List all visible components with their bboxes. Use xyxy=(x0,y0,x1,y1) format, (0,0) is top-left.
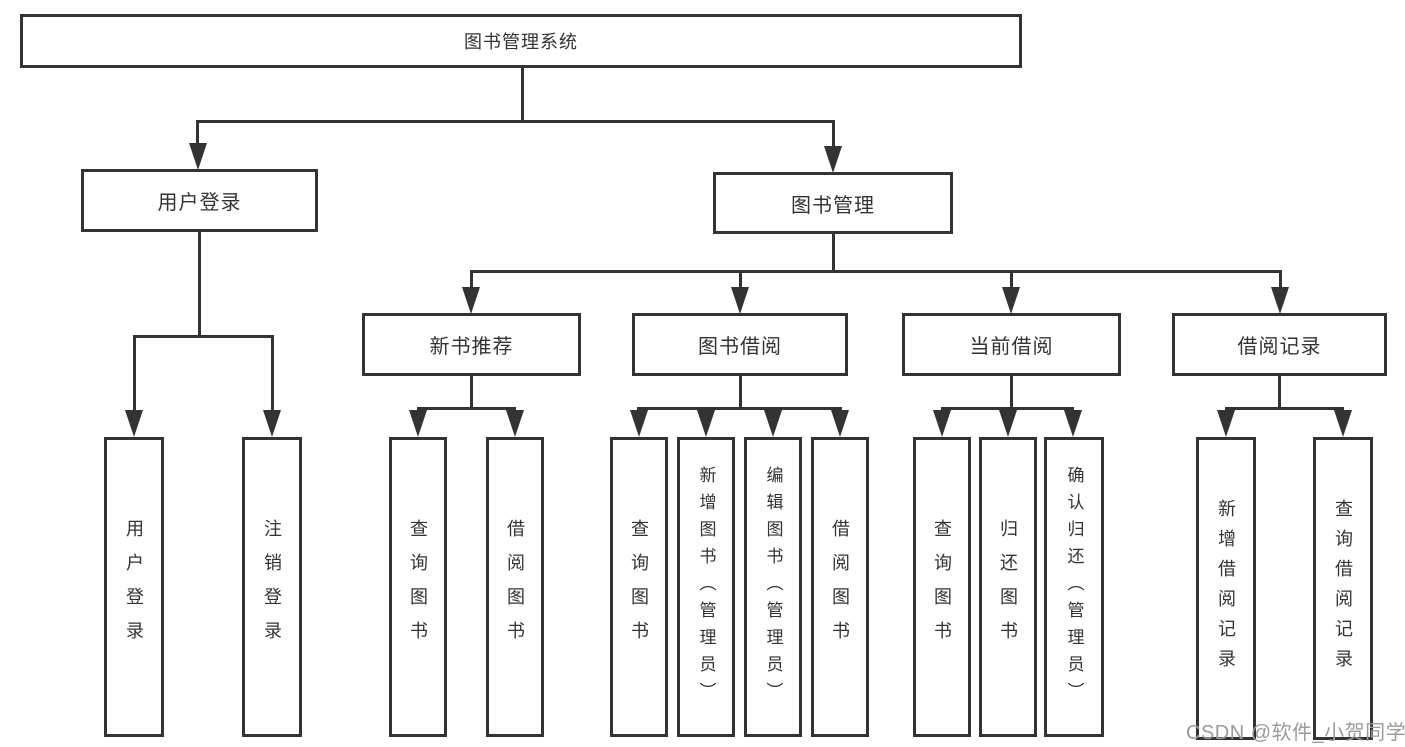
connector-drop-book-borrow xyxy=(739,270,742,288)
node-new-books: 新书推荐 xyxy=(362,313,581,376)
arrowhead-book-borrow xyxy=(731,287,749,314)
arrowhead-bb-add xyxy=(697,410,715,437)
connector-book-stem xyxy=(832,234,835,272)
connector-book-borrow-branch xyxy=(637,407,842,410)
leaf-bb-borrow-books: 借阅图书 xyxy=(811,437,869,737)
connector-user-branch xyxy=(133,335,274,338)
connector-borrow-records-stem xyxy=(1278,376,1281,410)
connector-borrow-records-branch xyxy=(1225,407,1344,410)
connector-drop-leaf-login xyxy=(133,335,136,413)
connector-book-borrow-stem xyxy=(739,376,742,410)
node-new-books-label: 新书推荐 xyxy=(429,336,514,358)
connector-drop-user-login xyxy=(196,120,199,148)
leaf-br-query-record: 查询借阅记录 xyxy=(1313,437,1373,740)
node-book-borrow: 图书借阅 xyxy=(632,313,848,376)
leaf-cb-query-books: 查询图书 xyxy=(913,437,971,737)
leaf-user-login: 用户登录 xyxy=(104,437,164,737)
node-root-label: 图书管理系统 xyxy=(464,32,578,52)
leaf-bb-edit-books-admin: 编辑图书（管理员） xyxy=(744,437,802,737)
leaf-logout: 注销登录 xyxy=(242,437,302,737)
leaf-bb-add-books-admin-label: 新增图书（管理员） xyxy=(696,465,716,709)
arrowhead-book-mgmt xyxy=(824,146,842,173)
node-borrow-records: 借阅记录 xyxy=(1172,313,1387,376)
connector-drop-current-borrow xyxy=(1010,270,1013,288)
connector-drop-new-books xyxy=(470,270,473,288)
arrowhead-cb-confirm xyxy=(1064,410,1082,437)
arrowhead-bb-edit xyxy=(764,410,782,437)
connector-drop-book-mgmt xyxy=(832,120,835,148)
leaf-br-add-record-label: 新增借阅记录 xyxy=(1216,498,1236,679)
arrowhead-cb-query xyxy=(933,410,951,437)
node-book-borrow-label: 图书借阅 xyxy=(698,336,782,358)
arrowhead-leaf-login xyxy=(125,410,143,437)
leaf-bb-borrow-books-label: 借阅图书 xyxy=(830,519,850,655)
node-user-login: 用户登录 xyxy=(81,169,318,232)
connector-new-books-stem xyxy=(470,376,473,410)
leaf-nb-borrow-books-label: 借阅图书 xyxy=(505,519,525,655)
arrowhead-current-borrow xyxy=(1002,287,1020,314)
leaf-bb-query-books-label: 查询图书 xyxy=(629,519,649,655)
leaf-br-add-record: 新增借阅记录 xyxy=(1196,437,1256,740)
node-current-borrow: 当前借阅 xyxy=(902,313,1121,376)
connector-root-stem xyxy=(521,68,524,122)
node-current-borrow-label: 当前借阅 xyxy=(969,336,1054,358)
node-book-mgmt: 图书管理 xyxy=(713,172,953,234)
leaf-bb-edit-books-admin-label: 编辑图书（管理员） xyxy=(763,465,783,709)
leaf-cb-confirm-return-admin-label: 确认归还（管理员） xyxy=(1064,465,1084,709)
leaf-nb-query-books: 查询图书 xyxy=(389,437,447,737)
arrowhead-br-query xyxy=(1334,410,1352,437)
node-book-mgmt-label: 图书管理 xyxy=(791,194,875,217)
leaf-bb-query-books: 查询图书 xyxy=(610,437,668,737)
leaf-user-login-label: 用户登录 xyxy=(124,519,144,655)
leaf-cb-confirm-return-admin: 确认归还（管理员） xyxy=(1044,437,1104,737)
arrowhead-new-books xyxy=(462,287,480,314)
connector-book-branch xyxy=(470,270,1282,273)
arrowhead-user-login xyxy=(189,143,207,170)
leaf-cb-return-books-label: 归还图书 xyxy=(998,519,1018,655)
node-borrow-records-label: 借阅记录 xyxy=(1237,336,1322,358)
arrowhead-bb-query xyxy=(630,410,648,437)
leaf-nb-borrow-books: 借阅图书 xyxy=(486,437,544,737)
connector-root-branch xyxy=(197,120,834,123)
leaf-cb-return-books: 归还图书 xyxy=(979,437,1037,737)
arrowhead-br-add xyxy=(1217,410,1235,437)
node-user-login-label: 用户登录 xyxy=(157,192,242,214)
leaf-cb-query-books-label: 查询图书 xyxy=(932,519,952,655)
arrowhead-cb-return xyxy=(999,410,1017,437)
connector-user-stem xyxy=(198,232,201,338)
leaf-br-query-record-label: 查询借阅记录 xyxy=(1333,498,1353,679)
arrowhead-bb-borrow xyxy=(831,410,849,437)
connector-drop-borrow-records xyxy=(1279,270,1282,288)
connector-current-borrow-stem xyxy=(1010,376,1013,410)
connector-drop-leaf-logout xyxy=(271,335,274,413)
arrowhead-borrow-records xyxy=(1271,287,1289,314)
arrowhead-nb-query xyxy=(409,410,427,437)
leaf-logout-label: 注销登录 xyxy=(262,519,282,655)
csdn-watermark: CSDN @软件_小贺同学 xyxy=(1186,722,1405,744)
node-root: 图书管理系统 xyxy=(20,14,1022,68)
connector-current-borrow-branch xyxy=(941,407,1074,410)
leaf-nb-query-books-label: 查询图书 xyxy=(408,519,428,655)
connector-new-books-branch xyxy=(417,407,516,410)
arrowhead-leaf-logout xyxy=(263,410,281,437)
arrowhead-nb-borrow xyxy=(506,410,524,437)
leaf-bb-add-books-admin: 新增图书（管理员） xyxy=(677,437,735,737)
